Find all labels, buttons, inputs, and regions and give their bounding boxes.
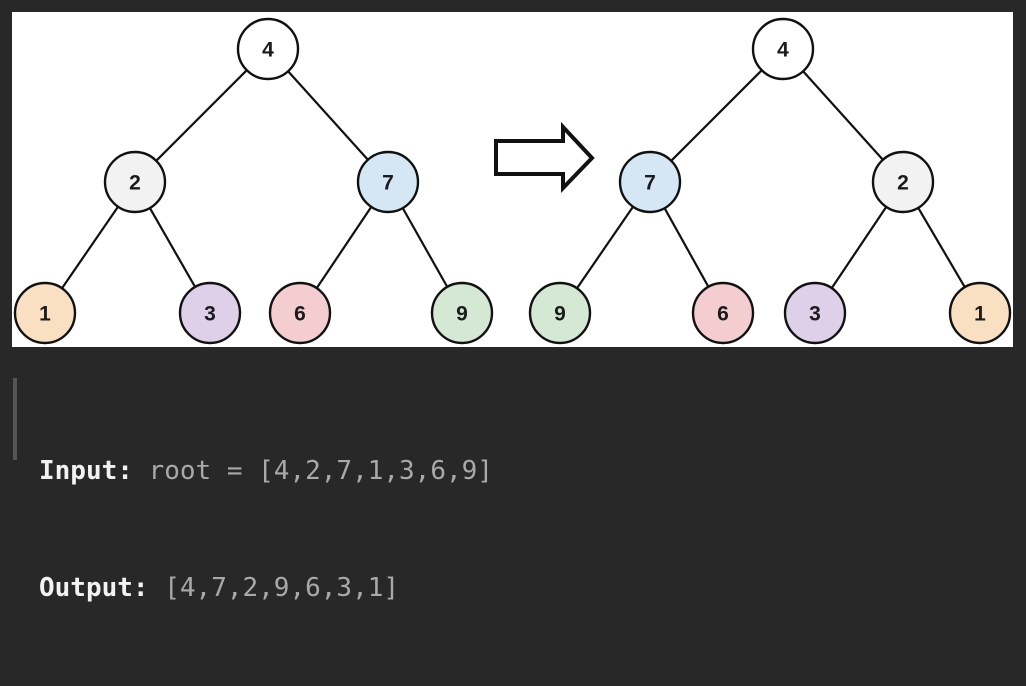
tree-node: 1 [948,281,1012,345]
tree-node-label: 6 [294,303,306,326]
tree-node-label: 7 [644,172,656,195]
tree-edge [148,206,197,289]
tree-node: 1 [13,281,77,345]
tree-edge [663,207,710,288]
tree-node-circle [268,281,332,345]
tree-node-circle [178,281,242,345]
tree-node: 4 [751,17,815,81]
tree-edge [917,206,966,289]
binary-tree-diagram: 4 2 7 1 3 6 9 4 7 2 9 6 3 1 [13,17,1012,345]
tree-node: 6 [691,281,755,345]
tree-node-circle [103,150,167,214]
input-label: Input: [39,456,133,486]
tree-node-circle [618,150,682,214]
tree-node-circle [236,17,300,81]
tree-edge [155,69,248,162]
tree-nodes-layer: 4 2 7 1 3 6 9 4 7 2 9 6 3 1 [13,17,1012,345]
tree-node: 2 [871,150,935,214]
tree-node: 7 [356,150,420,214]
tree-node-label: 1 [974,303,986,326]
code-block-lines: Input: root = [4,2,7,1,3,6,9] Output: [4… [17,372,493,603]
tree-edge [575,205,635,290]
tree-node-circle [356,150,420,214]
tree-node: 4 [236,17,300,81]
output-label: Output: [39,573,149,603]
tree-node-circle [528,281,592,345]
tree-edge [60,205,120,290]
tree-node-circle [691,281,755,345]
tree-node-circle [751,17,815,81]
tree-node-label: 3 [204,303,216,326]
tree-edge [670,69,763,162]
tree-node: 3 [783,281,847,345]
tree-node-label: 1 [39,303,51,326]
tree-node-label: 9 [554,303,566,326]
tree-node-label: 7 [382,172,394,195]
tree-node-label: 2 [129,172,141,195]
tree-node-circle [948,281,1012,345]
tree-node-label: 4 [262,39,274,62]
tree-node-label: 9 [456,303,468,326]
code-block-rule [13,378,17,460]
tree-node-label: 3 [809,303,821,326]
input-value: root = [4,2,7,1,3,6,9] [132,456,493,486]
tree-node: 3 [178,281,242,345]
tree-node-circle [13,281,77,345]
transform-arrow [494,121,595,193]
tree-node-circle [430,281,494,345]
tree-edge [830,205,888,290]
tree-node-label: 4 [777,39,789,62]
tree-node-circle [783,281,847,345]
tree-edge [401,207,449,288]
tree-node: 9 [528,281,592,345]
tree-edges-layer [60,69,966,290]
tree-node-label: 2 [897,172,909,195]
tree-edge [286,70,370,161]
right-arrow-icon [494,121,595,193]
tree-edge [315,205,373,290]
tree-node: 6 [268,281,332,345]
input-line: Input: root = [4,2,7,1,3,6,9] [39,452,493,491]
tree-node: 7 [618,150,682,214]
tree-node: 2 [103,150,167,214]
tree-node: 9 [430,281,494,345]
output-line: Output: [4,7,2,9,6,3,1] [39,569,493,608]
example-code-block: Input: root = [4,2,7,1,3,6,9] Output: [4… [13,372,1013,603]
screenshot-root: 4 2 7 1 3 6 9 4 7 2 9 6 3 1 Input: root = [4,2,7,1,3,… [12,12,1013,603]
tree-edge [801,70,885,161]
output-value: [4,7,2,9,6,3,1] [148,573,400,603]
tree-node-label: 6 [717,303,729,326]
tree-figure-panel: 4 2 7 1 3 6 9 4 7 2 9 6 3 1 [12,12,1013,347]
tree-node-circle [871,150,935,214]
